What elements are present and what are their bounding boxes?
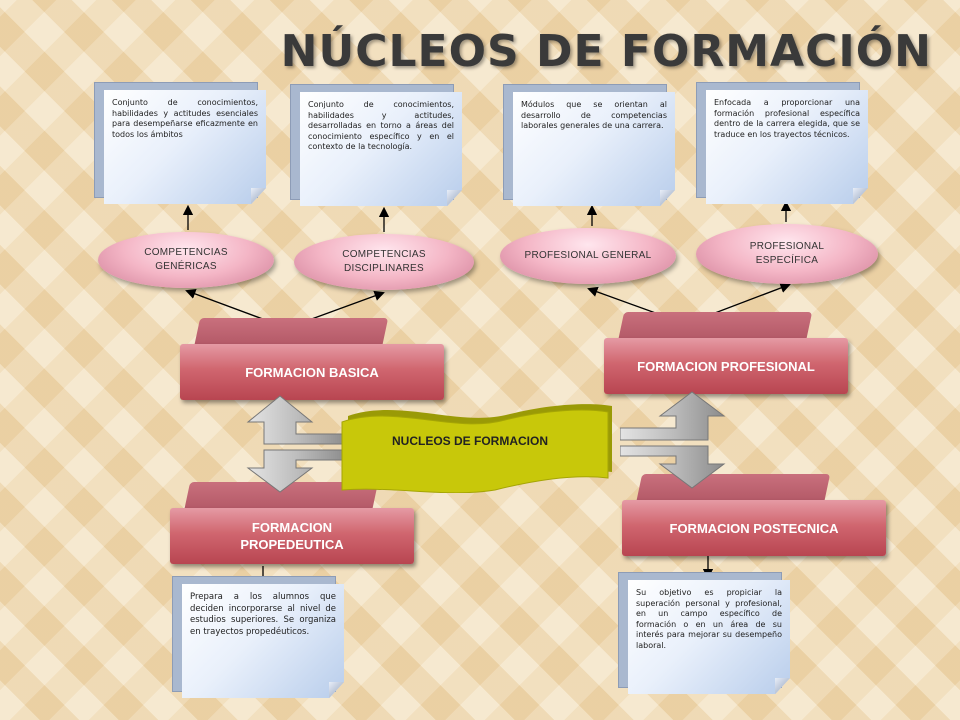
note-postecnica: Su objetivo es propiciar la superación p… (618, 572, 790, 694)
note-competencias-genericas: Conjunto de conocimientos, habilidades y… (94, 82, 266, 204)
block-label: FORMACION PROPEDEUTICA (170, 508, 414, 564)
center-label: NUCLEOS DE FORMACION (392, 434, 548, 448)
oval-profesional-especifica: PROFESIONAL ESPECÍFICA (696, 224, 878, 284)
block-formacion-postecnica: FORMACION POSTECNICA (622, 474, 886, 556)
note-text: Conjunto de conocimientos, habilidades y… (112, 98, 258, 139)
block-formacion-propedeutica: FORMACION PROPEDEUTICA (170, 482, 414, 564)
note-profesional-especifica: Enfocada a proporcionar una formación pr… (696, 82, 868, 204)
down-arrow-icon (246, 449, 346, 493)
oval-profesional-general: PROFESIONAL GENERAL (500, 228, 676, 284)
note-text: Prepara a los alumnos que deciden incorp… (190, 592, 336, 637)
page-title: NÚCLEOS DE FORMACIÓN (280, 26, 932, 77)
block-label: FORMACION BASICA (180, 344, 444, 400)
oval-label: COMPETENCIAS GENÉRICAS (144, 247, 228, 272)
oval-competencias-genericas: COMPETENCIAS GENÉRICAS (98, 232, 274, 288)
up-arrow-icon (246, 395, 346, 445)
block-formacion-profesional: FORMACION PROFESIONAL (604, 312, 848, 394)
oval-label: PROFESIONAL ESPECÍFICA (749, 241, 825, 266)
oval-competencias-disciplinares: COMPETENCIAS DISCIPLINARES (294, 234, 474, 290)
oval-label: PROFESIONAL GENERAL (524, 250, 652, 261)
left-arrows (246, 395, 346, 493)
note-competencias-disciplinares: Conjunto de conocimientos, habilidades y… (290, 84, 462, 206)
note-propedeutica: Prepara a los alumnos que deciden incorp… (172, 576, 344, 698)
note-text: Módulos que se orientan al desarrollo de… (521, 100, 667, 130)
right-arrows (620, 391, 726, 489)
note-text: Conjunto de conocimientos, habilidades y… (308, 100, 454, 151)
block-label: FORMACION POSTECNICA (622, 500, 886, 556)
up-arrow-icon (620, 391, 726, 441)
note-text: Su objetivo es propiciar la superación p… (636, 588, 782, 650)
block-formacion-basica: FORMACION BASICA (180, 318, 444, 400)
center-banner: NUCLEOS DE FORMACION (340, 398, 625, 493)
down-arrow-icon (620, 445, 726, 489)
oval-label: COMPETENCIAS DISCIPLINARES (342, 249, 426, 274)
note-text: Enfocada a proporcionar una formación pr… (714, 98, 860, 139)
note-profesional-general: Módulos que se orientan al desarrollo de… (503, 84, 675, 206)
block-label: FORMACION PROFESIONAL (604, 338, 848, 394)
